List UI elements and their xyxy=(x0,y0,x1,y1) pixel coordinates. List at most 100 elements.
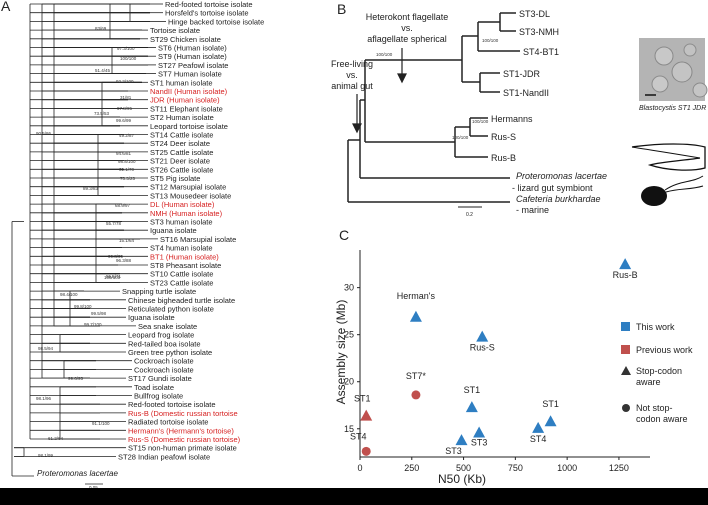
data-point-triangle xyxy=(465,401,478,413)
taxon-label: ST3-NMH xyxy=(519,27,559,37)
taxon-label: ST27 Peafowl isolate xyxy=(158,61,228,70)
data-point-circle xyxy=(411,390,421,400)
taxon-label: Rus-B xyxy=(491,153,516,163)
taxon-label: Iguana isolate xyxy=(128,313,175,322)
annot-left-line3: animal gut xyxy=(331,81,373,91)
bootstrap-value: 61.1/70 xyxy=(119,167,135,172)
bootstrap-value: 68.9/97 xyxy=(115,203,131,208)
bootstrap-value: 51.4/45 xyxy=(95,68,111,73)
taxon-label: NandII (Human isolate) xyxy=(150,87,228,96)
taxon-label: ST1-NandII xyxy=(503,88,549,98)
taxon-label: Hinge backed tortoise isolate xyxy=(168,17,264,26)
taxon-label: ST16 Marsupial isolate xyxy=(160,235,236,244)
point-label: ST4 xyxy=(350,431,367,441)
annot-top-line2: vs. xyxy=(401,23,413,33)
x-tick-label: 1000 xyxy=(557,463,577,473)
proteromonas-silhouette-icon xyxy=(631,143,706,171)
taxon-label: ST4 human isolate xyxy=(150,244,213,253)
bootstrap-value: 98.4/100 xyxy=(60,292,78,297)
taxon-label: Reticulated python isolate xyxy=(128,305,214,314)
legend-triangle-icon xyxy=(621,366,631,375)
bootstrap-value: 96.3/88 xyxy=(116,258,132,263)
taxon-label: Hermanns xyxy=(491,114,533,124)
panel-b-label: B xyxy=(337,1,346,17)
outgroup-proteromonas: Proteromonas lacertae xyxy=(516,171,607,181)
bootstrap-value: 61.2/64 xyxy=(48,436,64,441)
taxon-label: ST1-JDR xyxy=(503,69,541,79)
taxon-label: ST12 Marsupial isolate xyxy=(150,183,226,192)
legend-circle-icon xyxy=(622,404,630,412)
bootstrap-value: 55.5/71 xyxy=(106,274,122,279)
taxon-label: Toad isolate xyxy=(134,383,174,392)
taxon-label: ST26 Cattle isolate xyxy=(150,165,213,174)
panel-b: B Heterokont flagellate vs. aflagellate … xyxy=(331,1,708,218)
taxon-label: ST23 Cattle isolate xyxy=(150,278,213,287)
outgroup-cafeteria-note: - marine xyxy=(516,205,549,215)
bootstrap-value: 94.6/81 xyxy=(116,151,132,156)
annot-left-line2: vs. xyxy=(346,70,358,80)
taxon-label: ST7 Human isolate xyxy=(158,70,222,79)
taxon-label: Rus-S xyxy=(491,132,516,142)
taxon-label: ST3-DL xyxy=(519,9,550,19)
bootstrap-value: 100/100 xyxy=(482,38,499,43)
annot-top-line3: aflagellate spherical xyxy=(367,34,447,44)
taxon-label: ST14 Cattle isolate xyxy=(150,131,213,140)
taxon-label: Rus-B (Domestic russian tortoise xyxy=(128,409,238,418)
micrograph-caption: Blastocystis ST1 JDR xyxy=(639,105,706,112)
taxon-label: Red-footed tortoise isolate xyxy=(165,0,253,9)
panel-c-label: C xyxy=(339,227,349,243)
y-tick-label: 25 xyxy=(344,330,354,340)
point-label: Rus-B xyxy=(613,270,638,280)
taxon-label: ST11 Elephant isolate xyxy=(150,104,223,113)
bootstrap-value: 99.8/100 xyxy=(74,304,92,309)
bootstrap-value: 99.6/95 xyxy=(68,376,84,381)
bootstrap-value: 97.3/100 xyxy=(117,46,135,51)
bootstrap-value: 91.1/100 xyxy=(92,421,110,426)
legend-label-line2: aware xyxy=(636,377,661,387)
point-label: ST3 xyxy=(445,446,462,456)
panel-a-tree-branches xyxy=(11,3,166,477)
taxon-label: Tortoise isolate xyxy=(150,26,200,35)
legend-label: Stop-codon xyxy=(636,366,682,376)
taxon-label: Sea snake isolate xyxy=(138,322,197,331)
taxon-label: Chinese bigheaded turtle isolate xyxy=(128,296,235,305)
taxon-label: Hermann's (Hermann's tortoise) xyxy=(128,426,234,435)
bootstrap-value: 31/81 xyxy=(120,95,132,100)
taxon-label: Cockroach isolate xyxy=(134,365,194,374)
y-tick-label: 15 xyxy=(344,424,354,434)
taxon-label: ST28 Indian peafowl isolate xyxy=(118,452,210,461)
taxon-label: ST2 Human isolate xyxy=(150,113,214,122)
bootstrap-value: 100/100 xyxy=(452,135,469,140)
legend-label: Not stop- xyxy=(636,403,673,413)
data-point-triangle xyxy=(409,310,422,322)
panel-a-label: A xyxy=(1,0,11,14)
data-point-triangle xyxy=(360,409,373,421)
taxon-label: ST1 human isolate xyxy=(150,78,213,87)
taxon-label: Snapping turtle isolate xyxy=(122,287,196,296)
taxon-label: Horsfeld's tortoise isolate xyxy=(165,9,249,18)
bootstrap-value: 99.5/98 xyxy=(91,311,107,316)
taxon-label: Cockroach isolate xyxy=(134,357,194,366)
taxon-label: ST17 Gundi isolate xyxy=(128,374,192,383)
data-point-triangle xyxy=(473,426,486,438)
bootstrap-value: 99.8/99 xyxy=(108,254,124,259)
legend-label: Previous work xyxy=(636,345,693,355)
taxon-label: ST4-BT1 xyxy=(523,47,559,57)
point-label: ST7* xyxy=(406,371,427,381)
taxon-label: Rus-S (Domestic russian tortoise) xyxy=(128,435,241,444)
legend-swatch xyxy=(621,345,630,354)
cafeteria-silhouette-icon xyxy=(641,175,704,206)
taxon-label: ST6 (Human isolate) xyxy=(158,44,227,53)
micrograph-image xyxy=(639,38,708,101)
x-tick-label: 250 xyxy=(404,463,419,473)
taxon-label: NMH (Human isolate) xyxy=(150,209,223,218)
bootstrap-value: 100/100 xyxy=(472,119,489,124)
taxon-label: Iguana isolate xyxy=(150,226,197,235)
x-tick-label: 0 xyxy=(357,463,362,473)
point-label: ST3 xyxy=(471,438,488,448)
bootstrap-value: 98.8/100 xyxy=(118,159,136,164)
bootstrap-value: 98.1/99 xyxy=(38,453,54,458)
panel-b-tree-branches xyxy=(347,12,520,203)
